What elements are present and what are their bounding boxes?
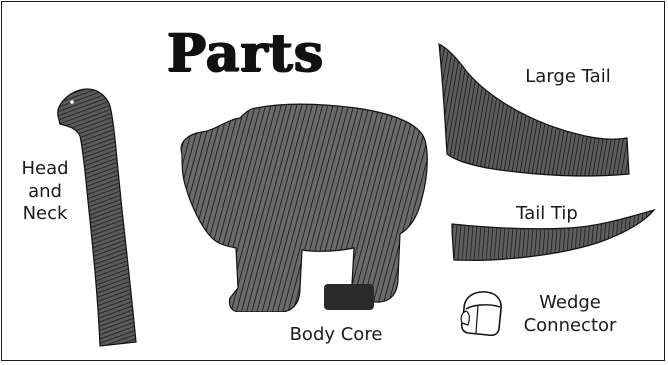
wedge-connector-piece xyxy=(458,289,504,337)
body-core-label: Body Core xyxy=(274,324,398,347)
large-tail-piece xyxy=(437,42,633,180)
large-tail-label: Large Tail xyxy=(498,66,638,89)
body-core-piece xyxy=(174,98,432,312)
wedge-connector-label: Wedge Connector xyxy=(509,292,631,337)
tail-tip-label: Tail Tip xyxy=(498,203,596,226)
page-title: Parts xyxy=(167,28,324,80)
head-and-neck-label: Head and Neck xyxy=(12,158,78,226)
